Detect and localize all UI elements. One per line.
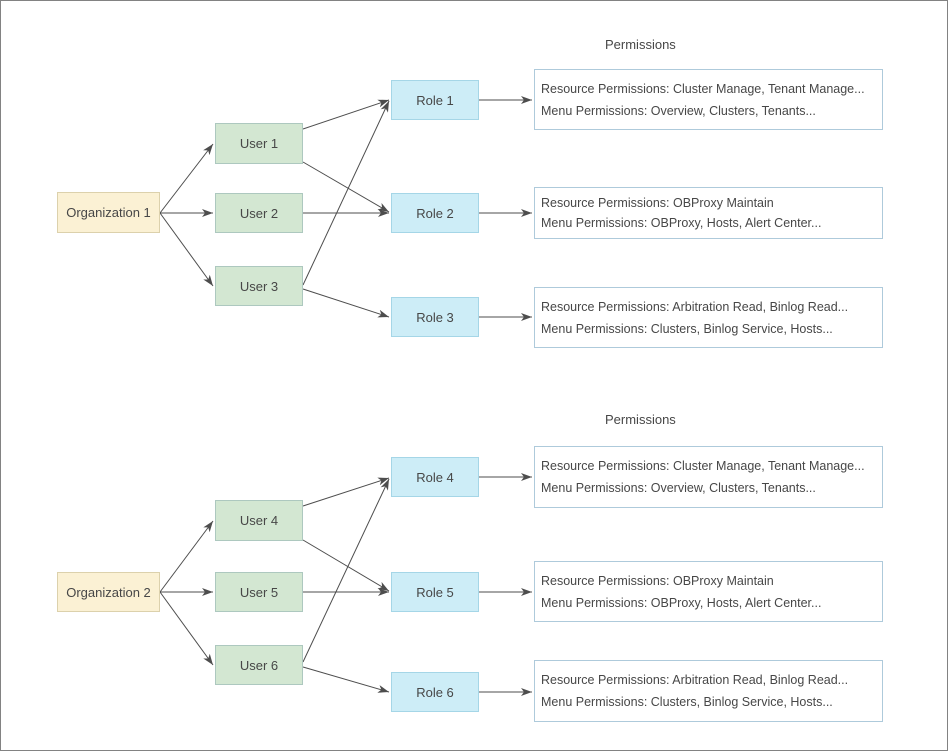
resource-permissions-text: Resource Permissions: OBProxy Maintain: [541, 573, 774, 588]
user-4-node: User 4: [215, 500, 303, 541]
edge-org1-user1: [159, 143, 214, 214]
resource-permissions-text: Resource Permissions: Arbitration Read, …: [541, 673, 849, 687]
role-2-node: Role 2: [391, 193, 479, 233]
permission-card-1: Resource Permissions: Cluster Manage, Te…: [534, 69, 883, 130]
permission-card-6: Resource Permissions: Arbitration Read, …: [534, 660, 883, 722]
menu-permissions-text: Menu Permissions: OBProxy, Hosts, Alert …: [541, 595, 822, 610]
user-3-node: User 3: [215, 266, 303, 306]
edge-user6-role4: [302, 478, 390, 663]
menu-permissions-text: Menu Permissions: Overview, Clusters, Te…: [541, 481, 816, 495]
menu-permissions-text: Menu Permissions: Clusters, Binlog Servi…: [541, 321, 833, 336]
edge-org2-user4: [159, 520, 214, 593]
organization-1-node: Organization 1: [57, 192, 160, 233]
permission-card-3: Resource Permissions: Arbitration Read, …: [534, 287, 883, 348]
menu-permissions-text: Menu Permissions: Clusters, Binlog Servi…: [541, 695, 833, 709]
organization-2-node: Organization 2: [57, 572, 160, 612]
edge-user3-role1: [302, 100, 390, 286]
permission-card-2: Resource Permissions: OBProxy Maintain M…: [534, 187, 883, 239]
role-4-node: Role 4: [391, 457, 479, 497]
edge-user1-role1: [302, 99, 390, 130]
edge-user4-role5: [302, 539, 390, 592]
user-2-node: User 2: [215, 193, 303, 233]
menu-permissions-text: Menu Permissions: OBProxy, Hosts, Alert …: [541, 216, 822, 230]
resource-permissions-text: Resource Permissions: OBProxy Maintain: [541, 196, 774, 210]
edge-org1-user3: [159, 212, 214, 287]
edge-user3-role3: [302, 288, 390, 318]
user-6-node: User 6: [215, 645, 303, 685]
role-1-node: Role 1: [391, 80, 479, 120]
permissions-title-bottom: Permissions: [605, 412, 676, 427]
edge-user4-role4: [302, 477, 390, 507]
resource-permissions-text: Resource Permissions: Cluster Manage, Te…: [541, 81, 865, 96]
permission-card-4: Resource Permissions: Cluster Manage, Te…: [534, 446, 883, 508]
role-6-node: Role 6: [391, 672, 479, 712]
edge-user6-role6: [302, 666, 390, 693]
resource-permissions-text: Resource Permissions: Arbitration Read, …: [541, 299, 849, 314]
role-3-node: Role 3: [391, 297, 479, 337]
edge-org2-user6: [159, 591, 214, 666]
permissions-title-top: Permissions: [605, 37, 676, 52]
user-1-node: User 1: [215, 123, 303, 164]
edge-user1-role2: [302, 161, 390, 213]
menu-permissions-text: Menu Permissions: Overview, Clusters, Te…: [541, 103, 816, 118]
permission-card-5: Resource Permissions: OBProxy Maintain M…: [534, 561, 883, 622]
user-5-node: User 5: [215, 572, 303, 612]
role-5-node: Role 5: [391, 572, 479, 612]
resource-permissions-text: Resource Permissions: Cluster Manage, Te…: [541, 459, 865, 473]
